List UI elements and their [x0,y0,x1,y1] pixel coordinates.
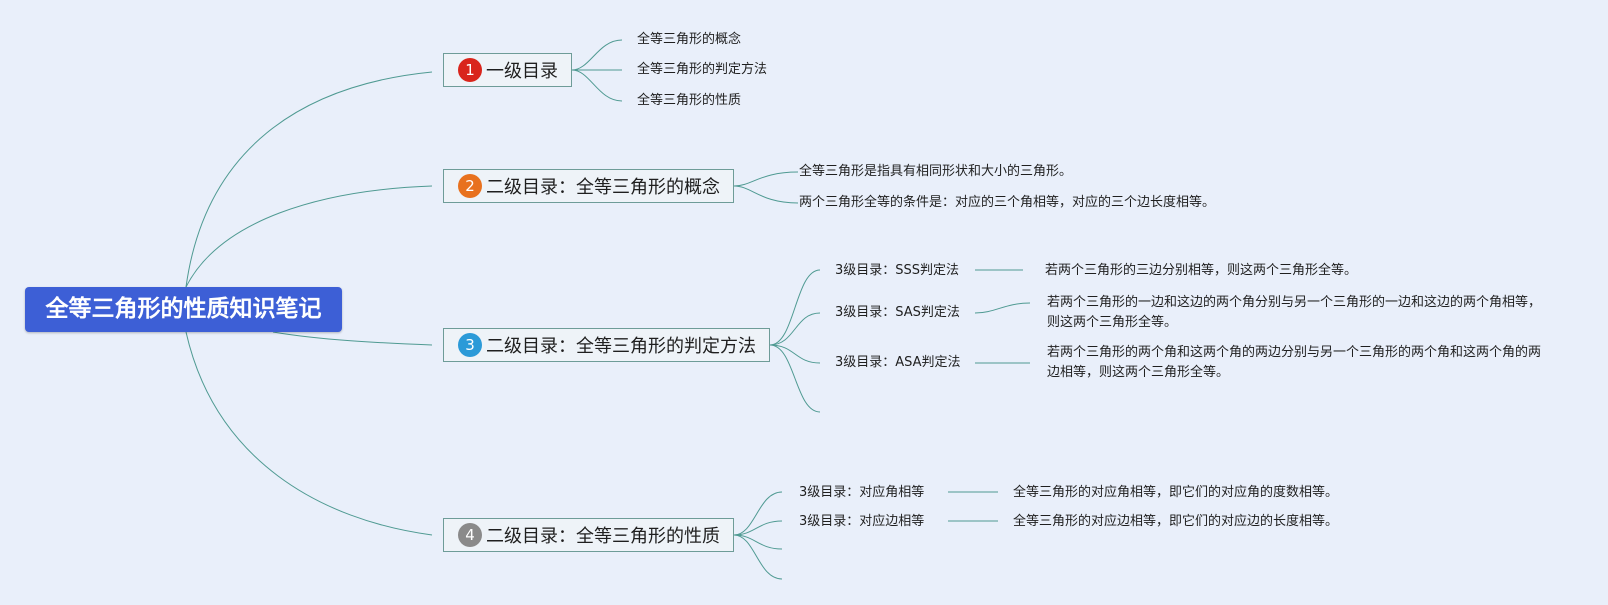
subtopic-1-2[interactable]: 全等三角形的判定方法 [637,62,768,77]
detail-4-2[interactable]: 全等三角形的对应边相等，即它们的对应边的长度相等。 [1013,514,1339,529]
detail-3-2[interactable]: 若两个三角形的一边和这边的两个角分别与另一个三角形的一边和这边的两个角相等，则这… [1047,295,1542,330]
connector-b3-c3 [769,344,821,364]
subtopic-1-3[interactable]: 全等三角形的性质 [637,93,742,108]
subtopic-1-1[interactable]: 全等三角形的概念 [637,32,742,47]
connector-b3-d2 [974,302,1031,314]
branch-topic-4[interactable]: 4 二级目录：全等三角形的性质 [443,518,734,552]
connector-root-b2 [185,185,433,288]
branch-1-label: 一级目录 [486,61,558,82]
root-topic[interactable]: 全等三角形的性质知识笔记 [25,287,342,332]
number-4-icon: 4 [458,523,482,547]
branch-topic-1[interactable]: 1 一级目录 [443,53,572,87]
connector-b3-c4 [769,344,821,413]
detail-3-1[interactable]: 若两个三角形的三边分别相等，则这两个三角形全等。 [1045,263,1358,278]
connector-b1-c1 [571,39,623,71]
connector-b2-c2 [733,185,799,204]
detail-4-1[interactable]: 全等三角形的对应角相等，即它们的对应角的度数相等。 [1013,485,1339,500]
subtopic-2-1[interactable]: 全等三角形是指具有相同形状和大小的三角形。 [799,164,1073,179]
detail-3-3[interactable]: 若两个三角形的两个角和这两个角的两边分别与另一个三角形的两个角和这两个角的两边相… [1047,345,1542,380]
branch-3-label: 二级目录：全等三角形的判定方法 [486,336,756,357]
connector-b4-c1 [733,491,783,536]
subtopic-4-1[interactable]: 3级目录：对应角相等 [799,485,925,500]
subtopic-3-3[interactable]: 3级目录：ASA判定法 [835,355,961,370]
connector-b4-c4 [733,534,783,580]
subtopic-4-2[interactable]: 3级目录：对应边相等 [799,514,925,529]
connector-b3-c2 [769,312,821,346]
branch-2-label: 二级目录：全等三角形的概念 [486,177,720,198]
number-2-icon: 2 [458,174,482,198]
connector-root-b3 [272,331,433,346]
connector-b4-c2 [733,520,783,536]
subtopic-2-2[interactable]: 两个三角形全等的条件是：对应的三个角相等，对应的三个边长度相等。 [799,195,1216,210]
subtopic-3-2[interactable]: 3级目录：SAS判定法 [835,305,960,320]
subtopic-3-1[interactable]: 3级目录：SSS判定法 [835,263,960,278]
branch-4-label: 二级目录：全等三角形的性质 [486,526,720,547]
number-1-icon: 1 [458,58,482,82]
connector-root-b4 [185,331,433,536]
branch-topic-2[interactable]: 2 二级目录：全等三角形的概念 [443,169,734,203]
branch-topic-3[interactable]: 3 二级目录：全等三角形的判定方法 [443,328,770,362]
connector-b1-c3 [571,69,623,102]
number-3-icon: 3 [458,333,482,357]
connector-b3-c1 [769,269,821,346]
connector-b2-c1 [733,171,799,187]
connector-root-b1 [185,71,433,288]
